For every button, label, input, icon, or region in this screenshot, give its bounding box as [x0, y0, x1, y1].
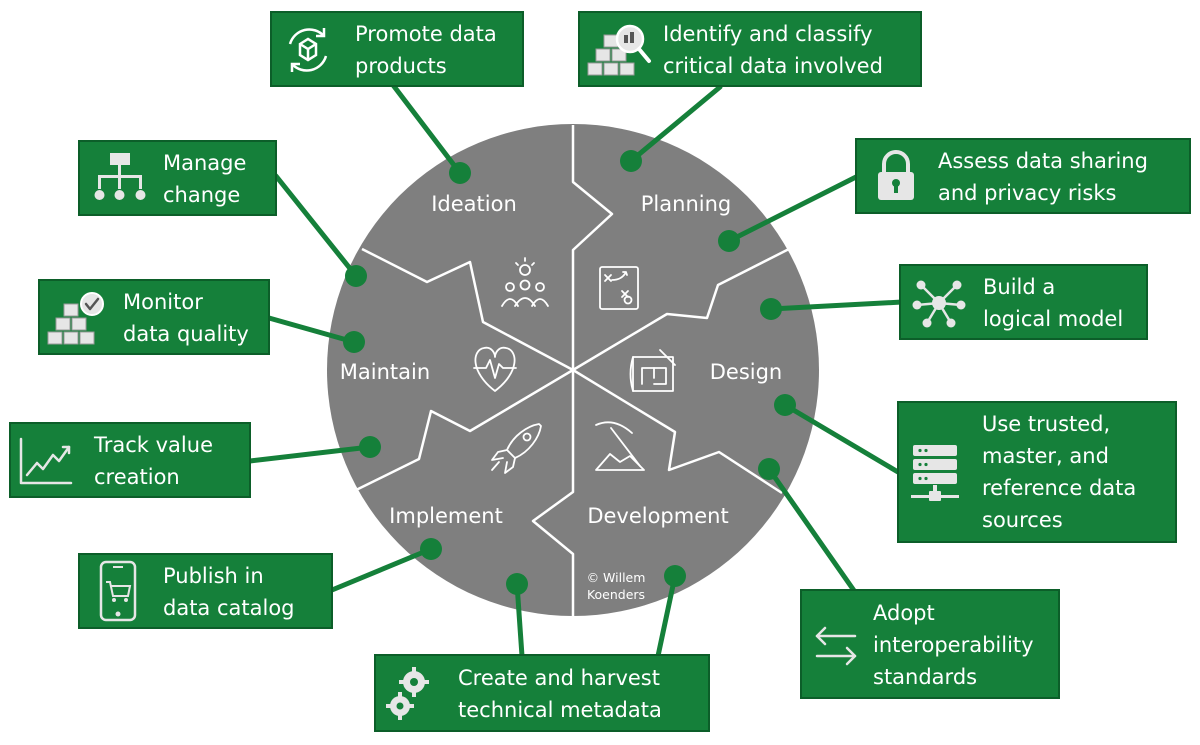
task-build-line-1: Build a: [983, 275, 1056, 299]
dot-harvest-right: [664, 565, 686, 587]
box-cycle-icon: [288, 28, 328, 72]
seam-ideation-planning: [571, 125, 614, 370]
phase-label-design: Design: [710, 360, 783, 384]
task-track-line-1: Track value: [94, 433, 213, 457]
team-idea-icon: [501, 257, 549, 307]
strategy-board-icon: [599, 266, 639, 310]
seam-development-implement: [531, 370, 575, 616]
quality-check-icon: [47, 292, 104, 345]
task-assess-line-1: Assess data sharing: [938, 149, 1148, 173]
task-trusted-line-3: reference data: [982, 476, 1137, 500]
connector-harvest-left: [514, 581, 525, 659]
blueprint-icon: [629, 349, 676, 392]
phase-seams: [353, 125, 790, 616]
task-box-track: Track value creation: [9, 422, 251, 498]
connector-assess: [726, 173, 861, 244]
connector-dots: [343, 150, 796, 595]
connector-publish: [329, 546, 434, 593]
phase-label-development: Development: [587, 504, 728, 528]
phase-label-planning: Planning: [641, 192, 731, 216]
lock-icon: [878, 150, 914, 200]
dot-assess: [718, 230, 740, 252]
task-manage-line-1: Manage: [163, 151, 247, 175]
connector-track: [247, 444, 373, 464]
task-manage-line-2: change: [163, 183, 241, 207]
connector-promote: [390, 82, 463, 176]
server-icon: [911, 445, 959, 501]
exchange-arrows-icon: [815, 626, 857, 666]
dot-trusted: [774, 394, 796, 416]
dot-publish: [420, 538, 442, 560]
phase-label-implement: Implement: [389, 504, 503, 528]
connector-manage: [273, 173, 359, 279]
copyright-line-1: © Willem: [587, 570, 646, 585]
task-trusted-line-2: master, and: [982, 444, 1109, 468]
dot-harvest-left: [506, 573, 528, 595]
task-box-manage: Manage change: [78, 140, 277, 216]
task-box-promote: Promote data products: [270, 11, 524, 87]
task-trusted-line-4: sources: [982, 508, 1063, 532]
data-search-icon: [587, 24, 651, 76]
dot-adopt: [758, 458, 780, 480]
task-build-line-2: logical model: [983, 307, 1124, 331]
task-box-build: Build a logical model: [899, 264, 1148, 340]
network-icon: [912, 280, 966, 328]
copyright-line-2: Koenders: [587, 587, 645, 602]
task-harvest-line-2: technical metadata: [458, 698, 662, 722]
phase-label-maintain: Maintain: [340, 360, 430, 384]
seam-planning-design: [572, 247, 790, 372]
connector-identify: [628, 84, 723, 164]
task-identify-line-2: critical data involved: [663, 54, 883, 78]
rocket-icon: [491, 423, 542, 474]
dot-monitor: [343, 331, 365, 353]
phase-label-ideation: Ideation: [431, 192, 517, 216]
task-box-assess: Assess data sharing and privacy risks: [855, 138, 1191, 214]
task-trusted-line-1: Use trusted,: [982, 412, 1111, 436]
pickaxe-icon: [595, 421, 645, 471]
seam-implement-maintain: [353, 368, 574, 493]
task-promote-line-2: products: [355, 54, 447, 78]
gears-icon: [386, 667, 429, 720]
task-box-trusted: Use trusted, master, and reference data …: [897, 401, 1177, 543]
task-box-monitor: Monitor data quality: [38, 279, 270, 355]
seam-design-development: [572, 368, 783, 495]
dot-identify: [620, 150, 642, 172]
connector-monitor: [266, 315, 357, 345]
task-monitor-line-2: data quality: [123, 322, 249, 346]
task-adopt-line-2: interoperability: [873, 633, 1034, 657]
task-track-line-2: creation: [94, 465, 180, 489]
task-promote-line-1: Promote data: [355, 22, 497, 46]
seam-maintain-ideation: [361, 247, 574, 372]
connector-build: [768, 299, 905, 312]
connector-harvest-right: [655, 573, 678, 659]
connector-adopt: [766, 466, 858, 595]
task-identify-line-1: Identify and classify: [663, 22, 873, 46]
task-box-harvest: Create and harvest technical metadata: [374, 654, 710, 732]
task-box-identify: Identify and classify critical data invo…: [578, 11, 922, 87]
dot-track: [359, 436, 381, 458]
task-monitor-line-1: Monitor: [123, 290, 203, 314]
hierarchy-icon: [94, 153, 146, 200]
connector-trusted: [782, 402, 901, 475]
task-publish-line-1: Publish in: [163, 564, 264, 588]
task-harvest-line-1: Create and harvest: [458, 666, 660, 690]
heartbeat-icon: [473, 346, 517, 392]
task-assess-line-2: and privacy risks: [938, 181, 1117, 205]
task-box-publish: Publish in data catalog: [78, 553, 333, 629]
task-publish-line-2: data catalog: [163, 596, 295, 620]
connector-lines: [247, 82, 905, 659]
task-adopt-line-1: Adopt: [873, 601, 935, 625]
dot-build: [760, 298, 782, 320]
task-box-adopt: Adopt interoperability standards: [800, 589, 1060, 699]
mobile-cart-icon: [99, 560, 137, 622]
dot-promote: [449, 162, 471, 184]
dot-manage: [345, 265, 367, 287]
task-adopt-line-3: standards: [873, 665, 978, 689]
trend-chart-icon: [19, 437, 73, 485]
